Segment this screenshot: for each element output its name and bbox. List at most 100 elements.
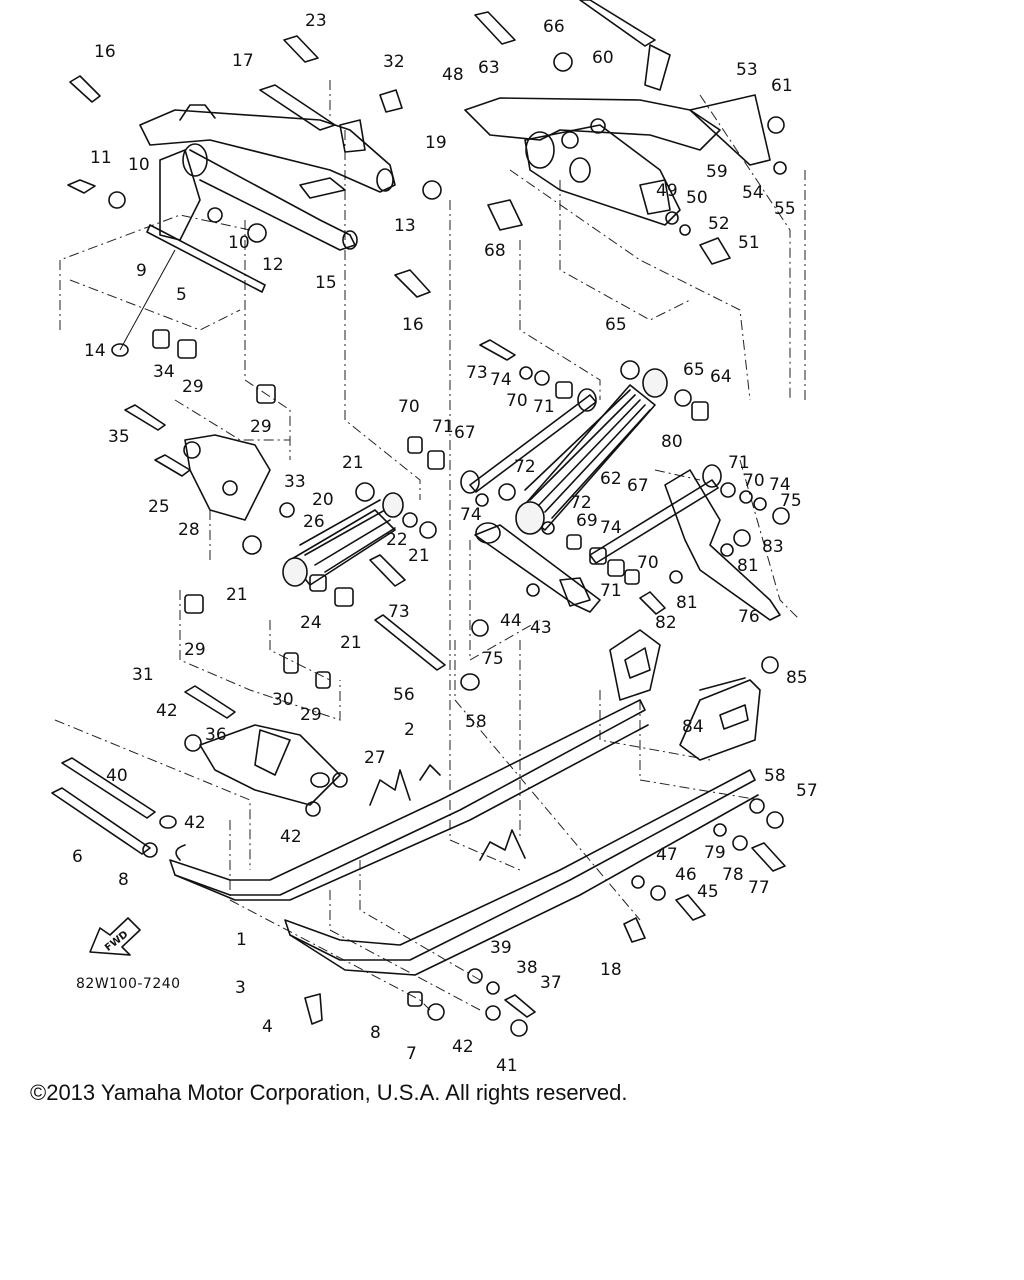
part-label-27: 27 — [364, 748, 386, 768]
slide-rail-left — [169, 629, 661, 901]
part-label-45: 45 — [697, 882, 719, 902]
part-label-64: 64 — [710, 367, 732, 387]
part-label-67b: 67 — [627, 476, 649, 496]
part-label-81a: 81 — [737, 556, 759, 576]
copyright-notice: ©2013 Yamaha Motor Corporation, U.S.A. A… — [30, 1080, 628, 1105]
part-label-1: 1 — [236, 930, 247, 950]
part-label-11: 11 — [90, 148, 112, 168]
part-label-68: 68 — [484, 241, 506, 261]
part-label-20: 20 — [312, 490, 334, 510]
part-label-61: 61 — [771, 76, 793, 96]
part-label-79: 79 — [704, 843, 726, 863]
part-label-81b: 81 — [676, 593, 698, 613]
part-label-54: 54 — [742, 183, 764, 203]
rear-pivot-arm — [464, 0, 787, 265]
part-label-22: 22 — [386, 530, 408, 550]
part-label-8a: 8 — [118, 870, 129, 890]
part-label-70c: 70 — [743, 471, 765, 491]
part-label-51: 51 — [738, 233, 760, 253]
part-label-78: 78 — [722, 865, 744, 885]
part-label-6: 6 — [72, 847, 83, 867]
part-label-84: 84 — [682, 717, 704, 737]
slide-rail-right — [284, 679, 761, 976]
part-label-30: 30 — [272, 690, 294, 710]
part-label-69: 69 — [576, 511, 598, 531]
part-label-10a: 10 — [128, 155, 150, 175]
part-label-34: 34 — [153, 362, 175, 382]
part-label-73b: 73 — [388, 602, 410, 622]
part-label-28: 28 — [178, 520, 200, 540]
part-label-60: 60 — [592, 48, 614, 68]
part-label-71d: 71 — [600, 581, 622, 601]
rear-axle-assembly — [184, 652, 348, 817]
part-label-75b: 75 — [482, 649, 504, 669]
part-label-4: 4 — [262, 1017, 273, 1037]
part-label-14: 14 — [84, 341, 106, 361]
part-label-44: 44 — [500, 611, 522, 631]
forward-direction-arrow-icon — [89, 917, 141, 956]
part-label-31: 31 — [132, 665, 154, 685]
part-label-17: 17 — [232, 51, 254, 71]
part-label-21d: 21 — [340, 633, 362, 653]
part-label-71a: 71 — [432, 417, 454, 437]
part-label-8b: 8 — [370, 1023, 381, 1043]
front-shock-bracket — [124, 329, 295, 614]
part-label-77: 77 — [748, 878, 770, 898]
part-label-67a: 67 — [454, 423, 476, 443]
part-label-7: 7 — [406, 1044, 417, 1064]
part-label-16b: 16 — [402, 315, 424, 335]
part-label-18: 18 — [600, 960, 622, 980]
part-label-75a: 75 — [780, 491, 802, 511]
part-label-65b: 65 — [683, 360, 705, 380]
part-label-56: 56 — [393, 685, 415, 705]
part-label-42c: 42 — [280, 827, 302, 847]
part-label-49: 49 — [656, 181, 678, 201]
part-label-21c: 21 — [226, 585, 248, 605]
part-label-48: 48 — [442, 65, 464, 85]
part-label-42d: 42 — [452, 1037, 474, 1057]
part-label-36: 36 — [205, 725, 227, 745]
part-label-29a: 29 — [182, 377, 204, 397]
part-label-12: 12 — [262, 255, 284, 275]
part-label-72a: 72 — [514, 457, 536, 477]
part-label-58b: 58 — [764, 766, 786, 786]
part-label-55: 55 — [774, 199, 796, 219]
part-label-63: 63 — [478, 58, 500, 78]
part-label-42a: 42 — [156, 701, 178, 721]
part-label-70a: 70 — [398, 397, 420, 417]
part-label-85: 85 — [786, 668, 808, 688]
part-label-29c: 29 — [184, 640, 206, 660]
part-label-80: 80 — [661, 432, 683, 452]
assembly-guide-lines — [54, 80, 806, 1011]
part-label-23: 23 — [305, 11, 327, 31]
part-label-74d: 74 — [769, 475, 791, 495]
part-label-58a: 58 — [465, 712, 487, 732]
front-shock-absorber — [282, 482, 437, 607]
part-label-59: 59 — [706, 162, 728, 182]
part-number-labels: 1234567889101011121314151616171819202121… — [72, 11, 818, 1076]
part-label-74b: 74 — [460, 505, 482, 525]
part-label-10b: 10 — [228, 233, 250, 253]
part-label-70d: 70 — [637, 553, 659, 573]
part-label-71b: 71 — [533, 397, 555, 417]
part-label-16a: 16 — [94, 42, 116, 62]
part-label-46: 46 — [675, 865, 697, 885]
part-label-39: 39 — [490, 938, 512, 958]
part-label-52: 52 — [708, 214, 730, 234]
part-label-5: 5 — [176, 285, 187, 305]
part-label-76: 76 — [738, 607, 760, 627]
part-label-2: 2 — [404, 720, 415, 740]
part-label-74c: 74 — [600, 518, 622, 538]
part-label-70b: 70 — [506, 391, 528, 411]
rear-suspension-exploded-diagram: FWD 123456788910101112131415161617181920… — [51, 0, 818, 1076]
part-label-37: 37 — [540, 973, 562, 993]
bottom-hardware — [51, 656, 786, 1037]
part-label-71c: 71 — [728, 453, 750, 473]
part-label-13: 13 — [394, 216, 416, 236]
part-label-29d: 29 — [300, 705, 322, 725]
part-label-50: 50 — [686, 188, 708, 208]
part-label-73a: 73 — [466, 363, 488, 383]
part-label-33: 33 — [284, 472, 306, 492]
center-pivot-shaft — [374, 522, 601, 691]
part-label-66: 66 — [543, 17, 565, 37]
